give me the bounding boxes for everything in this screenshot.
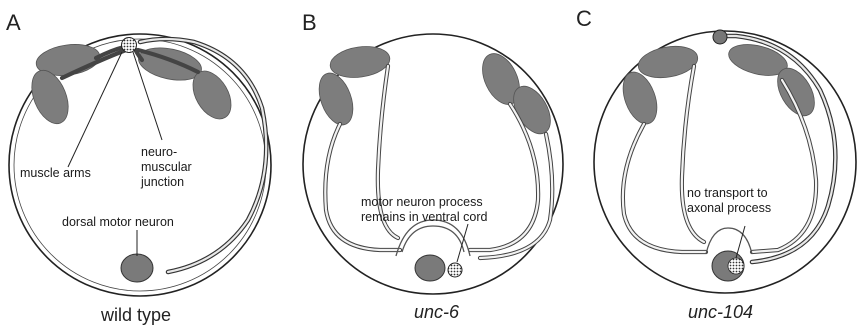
- panel-b-caption: unc-6: [414, 302, 460, 322]
- panel-b-motor-neuron-soma: [415, 255, 445, 281]
- panel-c-retained-vesicles: [728, 258, 744, 274]
- panel-c-label-line2: axonal process: [687, 201, 771, 215]
- panel-c-label-line1: no transport to: [687, 186, 768, 200]
- panel-b: B motor neuron process remains in ventra…: [302, 10, 563, 322]
- nmj-label-line1: neuro-: [141, 145, 177, 159]
- nmj-label-line2: muscular: [141, 160, 192, 174]
- muscle-arms-label: muscle arms: [20, 166, 91, 180]
- panel-b-letter: B: [302, 10, 317, 35]
- panel-c-axon-terminal: [713, 30, 727, 44]
- panel-a-letter: A: [6, 10, 21, 35]
- nmj-label-line3: junction: [140, 175, 184, 189]
- panel-a: A muscle arms neuro- muscular junction d…: [6, 10, 271, 325]
- panel-a-dorsal-motor-neuron-soma: [121, 254, 153, 282]
- panel-c-letter: C: [576, 6, 592, 31]
- panel-b-neuromuscular-junction: [448, 263, 462, 277]
- dorsal-motor-neuron-label: dorsal motor neuron: [62, 215, 174, 229]
- panel-a-neuromuscular-junction: [122, 38, 137, 53]
- panel-a-caption: wild type: [100, 305, 171, 325]
- panel-b-label-line1: motor neuron process: [361, 195, 483, 209]
- panel-c: C no transport to axonal process unc-104: [576, 6, 856, 322]
- panel-c-caption: unc-104: [688, 302, 753, 322]
- panel-b-label-line2: remains in ventral cord: [361, 210, 487, 224]
